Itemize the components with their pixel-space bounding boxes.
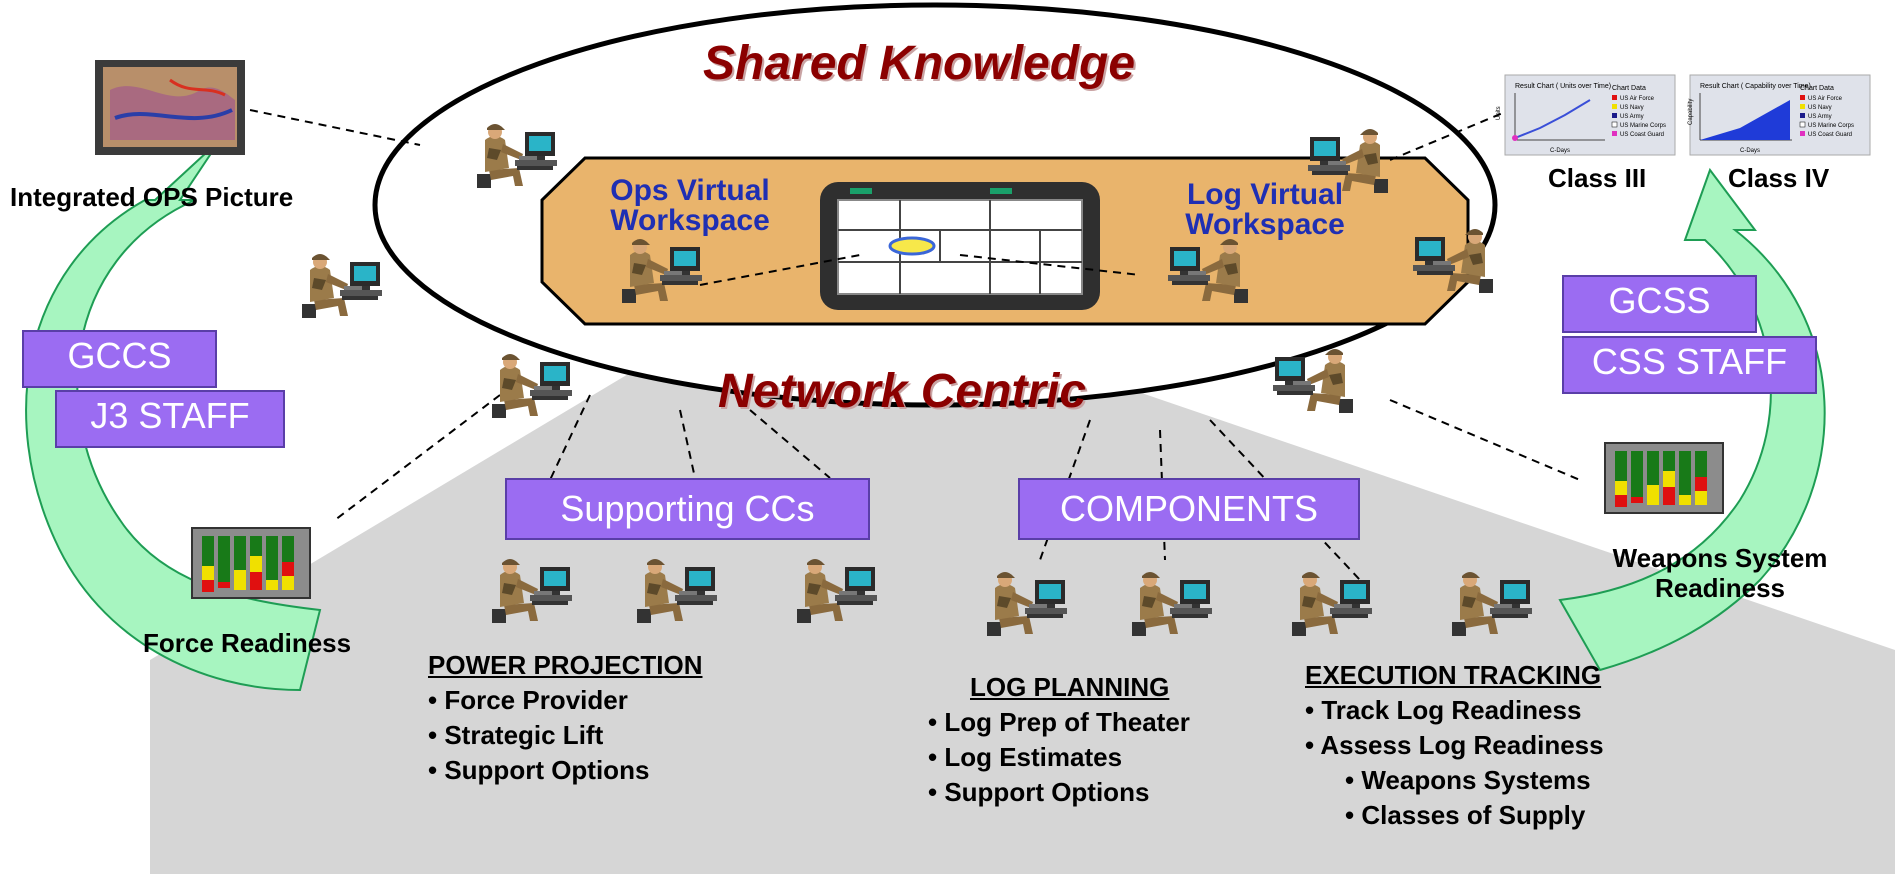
force-readiness-chart-icon [191,527,311,599]
ops-workspace-label: Ops Virtual Workspace [585,176,795,236]
soldier-icon [1273,349,1353,413]
mini-chart-legend-item: US Air Force [1808,96,1843,102]
list-item: • Force Provider [428,685,628,715]
mini-chart-legend-title: Chart Data [1800,85,1834,92]
integrated-ops-picture-label: Integrated OPS Picture [10,182,294,212]
mini-chart-legend-item: US Coast Guard [1620,132,1664,138]
soldier-icon [302,254,382,318]
execution-tracking-list: EXECUTION TRACKING • Track Log Readiness… [1305,658,1604,833]
mini-chart-legend-item: US Army [1808,114,1832,120]
log-planning-heading: LOG PLANNING [970,672,1170,702]
mini-chart-legend-item: US Coast Guard [1808,132,1852,138]
list-item: • Weapons Systems [1345,765,1591,795]
shared-knowledge-title: Shared Knowledge [703,37,1136,90]
mini-chart-legend-item: US Marine Corps [1808,123,1854,129]
mini-chart-legend-item: US Marine Corps [1620,123,1666,129]
list-item: • Strategic Lift [428,720,604,750]
ops-workspace-line: Ops Virtual [610,174,770,207]
log-workspace-line: Workspace [1185,208,1345,241]
ops-map-image [95,60,245,155]
mini-chart-xlabel: C-Days [1550,148,1570,154]
log-workspace-line: Log Virtual [1186,178,1344,211]
gccs-box: GCCS [22,330,217,388]
weapons-readiness-line: Weapons System [1612,543,1828,573]
list-item: • Log Estimates [928,742,1123,772]
execution-tracking-heading: EXECUTION TRACKING [1305,660,1602,690]
power-projection-heading: POWER PROJECTION [428,650,703,680]
supporting-ccs-box: Supporting CCs [505,478,870,540]
list-item: • Support Options [928,777,1150,807]
ops-workspace-line: Workspace [610,204,770,237]
class-iv-label: Class IV [1728,163,1830,193]
list-item: • Assess Log Readiness [1305,730,1604,760]
power-projection-list: POWER PROJECTION • Force Provider • Stra… [428,648,702,788]
css-staff-box: CSS STAFF [1562,336,1817,394]
force-readiness-label: Force Readiness [143,628,352,658]
log-workspace-label: Log Virtual Workspace [1150,180,1380,240]
mini-chart-title: Result Chart ( Capability over Time) [1700,83,1811,90]
mini-chart-legend-item: US Army [1620,114,1644,120]
soldier-icon [492,354,572,418]
mini-chart-xlabel: C-Days [1740,148,1760,154]
mini-chart-ylabel: Capability [1688,99,1694,125]
mini-chart-ylabel: Units [1496,106,1502,120]
weapons-readiness-line: Readiness [1654,573,1786,603]
j3-staff-box: J3 STAFF [55,390,285,448]
weapons-readiness-chart-icon [1604,442,1724,514]
weapons-readiness-label: Weapons System Readiness [1580,543,1860,603]
list-item: • Track Log Readiness [1305,695,1582,725]
network-centric-title: Network Centric [718,365,1087,418]
class-iv-chart: Result Chart ( Capability over Time) Cha… [1688,74,1871,156]
mini-chart-title: Result Chart ( Units over Time) [1515,83,1611,90]
mini-chart-legend-item: US Navy [1808,105,1832,111]
mini-chart-legend-item: US Navy [1620,105,1644,111]
class-iii-label: Class III [1548,163,1647,193]
list-item: • Classes of Supply [1345,800,1586,830]
central-display-icon [820,182,1100,310]
gcss-box: GCSS [1562,275,1757,333]
list-item: • Support Options [428,755,650,785]
components-box: COMPONENTS [1018,478,1360,540]
class-iii-chart: Result Chart ( Units over Time) Chart Da… [1496,74,1676,156]
list-item: • Log Prep of Theater [928,707,1190,737]
mini-chart-legend-item: US Air Force [1620,96,1655,102]
mini-chart-legend-title: Chart Data [1612,85,1646,92]
log-planning-list: LOG PLANNING • Log Prep of Theater • Log… [928,670,1190,810]
